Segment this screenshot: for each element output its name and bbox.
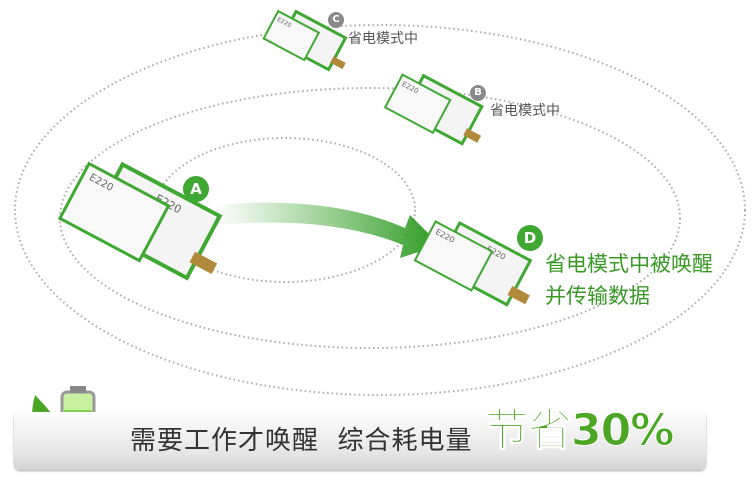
orbit-outer (14, 24, 746, 396)
node-d-label: 省电模式中被唤醒 并传输数据 (545, 248, 713, 312)
node-b-badge: B (470, 85, 486, 101)
node-d-label-line2: 并传输数据 (545, 284, 650, 308)
node-c-badge: C (328, 12, 344, 28)
banner-text: 需要工作才唤醒 综合耗电量 (130, 426, 473, 456)
summary-banner (14, 412, 706, 470)
node-d-label-line1: 省电模式中被唤醒 (545, 252, 713, 276)
module-d: E220 E220 (413, 220, 533, 307)
module-b: E220 (383, 73, 484, 146)
arrow-a-to-d (215, 202, 440, 258)
node-d-badge: D (517, 225, 543, 251)
node-c-label: 省电模式中 (348, 31, 418, 47)
module-a: E220 E220 (57, 161, 223, 281)
node-b-label: 省电模式中 (490, 103, 560, 119)
node-a-badge: A (183, 176, 209, 202)
banner-highlight: 节省30% (484, 405, 674, 457)
orbit-inner (154, 137, 416, 283)
module-c: E220 (262, 9, 348, 72)
